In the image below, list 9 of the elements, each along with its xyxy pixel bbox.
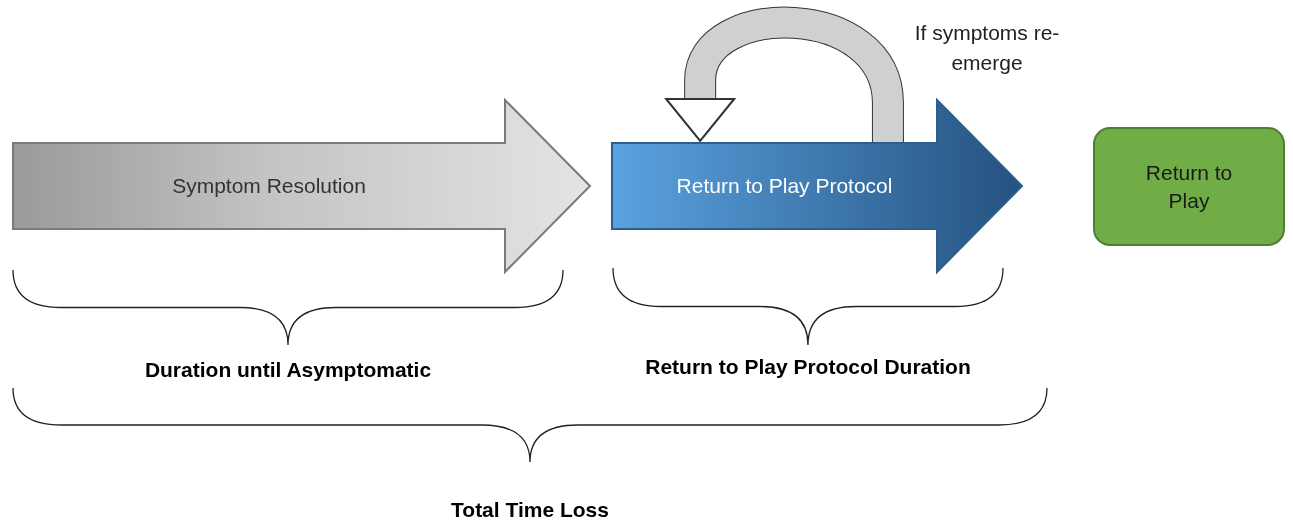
block-arrow <box>13 100 590 272</box>
duration-label: Duration until Asymptomatic <box>144 358 432 381</box>
duration-label: Return to Play Protocol Duration <box>645 355 971 378</box>
node-label: Return to Play <box>1144 160 1234 214</box>
rounded-box <box>1093 127 1285 246</box>
duration-label: Total Time Loss <box>451 498 609 521</box>
node-label: Symptom Resolution <box>172 173 366 200</box>
block-arrow <box>612 100 1022 272</box>
node-label: Return to Play Protocol <box>676 173 893 200</box>
